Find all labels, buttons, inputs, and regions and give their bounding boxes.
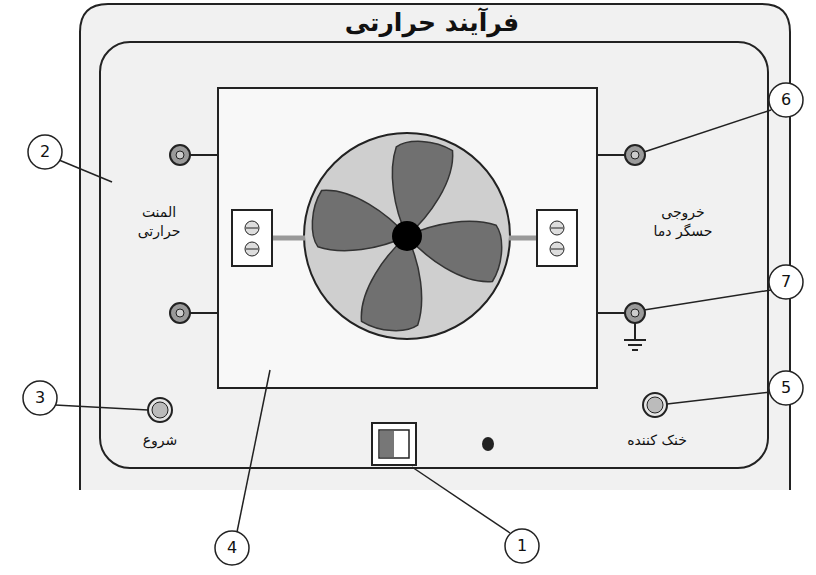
callout-number: 6 bbox=[781, 89, 791, 111]
callout-number: 7 bbox=[781, 271, 791, 293]
ground-symbol bbox=[624, 323, 646, 350]
indicator-led bbox=[482, 437, 494, 451]
chamber bbox=[218, 88, 597, 388]
callout-number: 4 bbox=[227, 537, 237, 559]
callout-number: 5 bbox=[781, 377, 791, 399]
callout-circle bbox=[23, 83, 803, 565]
callout-number: 1 bbox=[517, 535, 527, 557]
terminal-block bbox=[232, 210, 577, 266]
part-label: شروع bbox=[143, 431, 178, 450]
part-label: المنت حرارتی bbox=[124, 203, 194, 241]
part-label: خنک کننده bbox=[627, 431, 687, 450]
push-button bbox=[148, 393, 667, 422]
power-switch bbox=[372, 423, 416, 465]
callout-number: 2 bbox=[40, 141, 50, 163]
fan bbox=[304, 133, 510, 339]
callout-number: 3 bbox=[35, 387, 45, 409]
housing bbox=[80, 4, 790, 490]
panel-title: فرآیند حرارتی bbox=[345, 6, 519, 40]
jack bbox=[170, 145, 645, 323]
part-label: خروجی حسگر دما bbox=[641, 203, 725, 241]
